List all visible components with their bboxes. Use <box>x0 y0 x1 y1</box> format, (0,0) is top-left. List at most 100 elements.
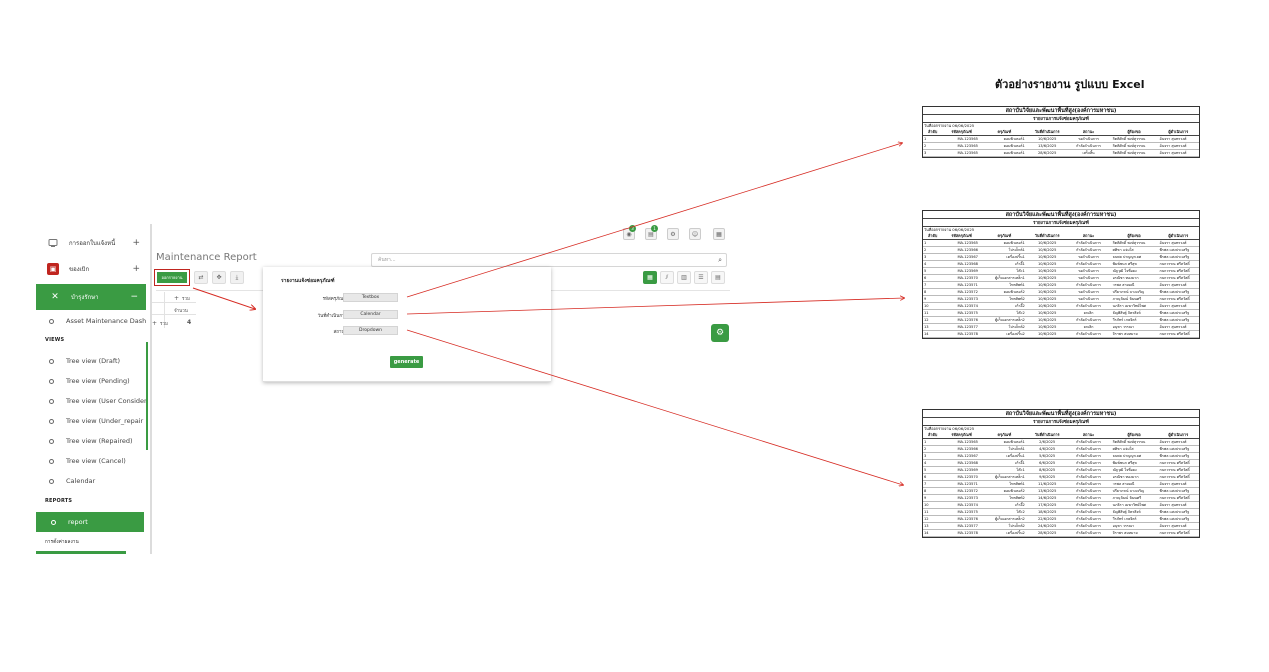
sidebar-item-tree-under-repair[interactable]: Tree view (Under_repair <box>34 412 148 430</box>
search-icon[interactable]: ⌕ <box>718 256 722 264</box>
generate-report-button[interactable]: ออกรายงาน <box>154 269 190 286</box>
status-dropdown[interactable]: Dropdown <box>343 326 398 335</box>
sidebar-item-tree-pending[interactable]: Tree view (Pending) <box>34 372 148 390</box>
sidebar-item-label: Tree view (Repaired) <box>66 437 133 445</box>
sheet-table: ลำดับรหัสครุภัณฑ์ครุภัณฑ์วันที่ดำเนินการ… <box>923 129 1199 157</box>
sidebar-item-tree-cancel[interactable]: Tree view (Cancel) <box>34 452 148 470</box>
sidebar-item-label: report <box>68 518 88 526</box>
sidebar-item-invoice[interactable]: การออกใบแจ้งหนี้ + <box>34 230 148 256</box>
table-cell: 10/6/2025 <box>1027 281 1067 289</box>
calendar-view-icon[interactable]: ▤ <box>711 271 725 284</box>
table-cell: 5/6/2025 <box>1027 452 1067 460</box>
activity-icon[interactable]: ◉3 <box>623 225 636 240</box>
table-cell: กำลังดำเนินการ <box>1066 494 1111 502</box>
divider <box>36 551 126 554</box>
table-cell: 2 <box>923 445 943 453</box>
table-cell: 12 <box>923 515 943 523</box>
table-cell: 13/6/2025 <box>1027 142 1067 150</box>
kanban-view-icon[interactable]: ▥ <box>677 271 691 284</box>
sidebar-item-dashboard[interactable]: Asset Maintenance Dash <box>34 312 148 330</box>
bullet-icon <box>49 458 54 464</box>
table-cell: พีรพล แสงประเสริฐ <box>1157 253 1199 261</box>
table-cell: โต๊ะ2 <box>980 309 1028 317</box>
expand-icon[interactable]: + <box>174 295 180 302</box>
date-calendar-picker[interactable]: Calendar <box>343 310 398 319</box>
table-cell: 10/6/2025 <box>1027 295 1067 303</box>
table-cell: คอมพิวเตอร์1 <box>980 438 1028 446</box>
expand-all-icon[interactable]: ✥ <box>212 271 226 284</box>
bullet-icon <box>49 398 54 404</box>
table-cell: อ้นจรา สุนทรวงศ์ <box>1157 239 1199 247</box>
sidebar-item-tree-user-consider[interactable]: Tree view (User Consider <box>34 392 148 410</box>
download-icon[interactable]: ⤓ <box>230 271 244 284</box>
table-cell: 28/6/2025 <box>1027 529 1067 537</box>
table-cell: อรณิชา ทองมาก <box>1110 274 1158 282</box>
table-cell: 14 <box>923 330 943 338</box>
table-cell: กำลังดำเนินการ <box>1066 522 1111 530</box>
search-input[interactable]: ค้นหา... ⌕ <box>371 253 727 267</box>
column-header: ผู้ดำเนินการ <box>1157 233 1199 240</box>
pivot-col-header[interactable]: + รวม <box>174 295 190 302</box>
table-cell: กนกวรรณ ศรีสวัสดิ์ <box>1157 260 1199 268</box>
company-icon[interactable]: ⚙ <box>667 228 679 240</box>
expand-icon[interactable]: + <box>132 238 140 248</box>
sidebar-item-tree-draft[interactable]: Tree view (Draft) <box>34 352 148 370</box>
table-cell: MA-123565 <box>942 438 981 446</box>
chat-icon[interactable]: ▤1 <box>645 225 658 240</box>
table-cell: 17/6/2025 <box>1027 501 1067 509</box>
debug-icon[interactable]: ▦ <box>713 228 725 240</box>
column-header: ผู้ร้องขอ <box>1110 233 1158 240</box>
table-cell: กำลังดำเนินการ <box>1066 480 1111 488</box>
sidebar-item-label: Tree view (Pending) <box>66 377 130 385</box>
pivot-table: + รวม จำนวน + รวม 4 <box>152 292 196 332</box>
swap-axis-icon[interactable]: ⇄ <box>194 271 208 284</box>
table-cell: รอดำเนินการ <box>1066 288 1111 296</box>
collapse-icon[interactable]: − <box>130 292 138 302</box>
table-cell: อ้นจรา สุนทรวงศ์ <box>1157 323 1199 331</box>
table-cell: MA-123576 <box>942 515 981 523</box>
sidebar-item-tree-repaired[interactable]: Tree view (Repaired) <box>34 432 148 450</box>
table-cell: ธนพล ปาญญาเลศ <box>1110 253 1158 261</box>
table-cell: MA-123569 <box>942 466 981 474</box>
table-cell: 11 <box>923 309 943 317</box>
table-cell: ณัฐวุฒิ ใจซื่อยง <box>1110 466 1158 474</box>
excel-sheet: สถาบันวิจัยและพัฒนาพื้นที่สูง(องค์การมหา… <box>922 106 1200 158</box>
table-cell: 8 <box>923 487 943 495</box>
generate-button[interactable]: generate <box>390 356 423 368</box>
sidebar-item-report[interactable]: report <box>36 512 144 532</box>
table-cell: ตู้เก็บเอกสารเหล็ก1 <box>980 274 1028 282</box>
table-cell: 10/6/2025 <box>1027 302 1067 310</box>
column-header: วันที่ดำเนินการ <box>1027 233 1067 240</box>
pivot-view-icon[interactable]: ▦ <box>643 271 657 284</box>
expand-icon[interactable]: + <box>152 320 158 327</box>
maintenance-icon: ✕ <box>51 292 59 302</box>
sheet-org-title: สถาบันวิจัยและพัฒนาพื้นที่สูง(องค์การมหา… <box>923 211 1199 219</box>
notification-badge: 1 <box>651 225 658 232</box>
sidebar-item-maintenance[interactable]: ✕ บำรุงรักษา − <box>36 284 146 310</box>
table-cell: กำลังดำเนินการ <box>1066 260 1111 268</box>
table-cell: 4/6/2025 <box>1027 445 1067 453</box>
table-cell: ศศิชา แจ่มใส <box>1110 246 1158 254</box>
sidebar-item-requisition[interactable]: ▣ ของเบิก + <box>34 256 148 282</box>
column-header: สถานะ <box>1066 233 1111 240</box>
table-cell: 7 <box>923 480 943 488</box>
expand-icon[interactable]: + <box>132 264 140 274</box>
column-header: ผู้ร้องขอ <box>1110 432 1158 439</box>
list-view-icon[interactable]: ☰ <box>694 271 708 284</box>
graph-view-icon[interactable]: ⫽ <box>660 271 674 284</box>
table-cell: เก้าอี้2 <box>980 501 1028 509</box>
sidebar-item-calendar[interactable]: Calendar <box>34 472 148 490</box>
table-cell: คอมพิวเตอร์1 <box>980 135 1028 143</box>
pivot-row-header[interactable]: + รวม <box>152 320 168 327</box>
settings-fab-icon[interactable]: ⚙ <box>711 324 729 342</box>
table-cell: 10/6/2025 <box>1027 323 1067 331</box>
asset-code-textbox[interactable]: Textbox <box>343 293 398 302</box>
table-cell: เครื่องปริ้น2 <box>980 529 1028 537</box>
avatar[interactable]: ☺ <box>689 228 701 240</box>
